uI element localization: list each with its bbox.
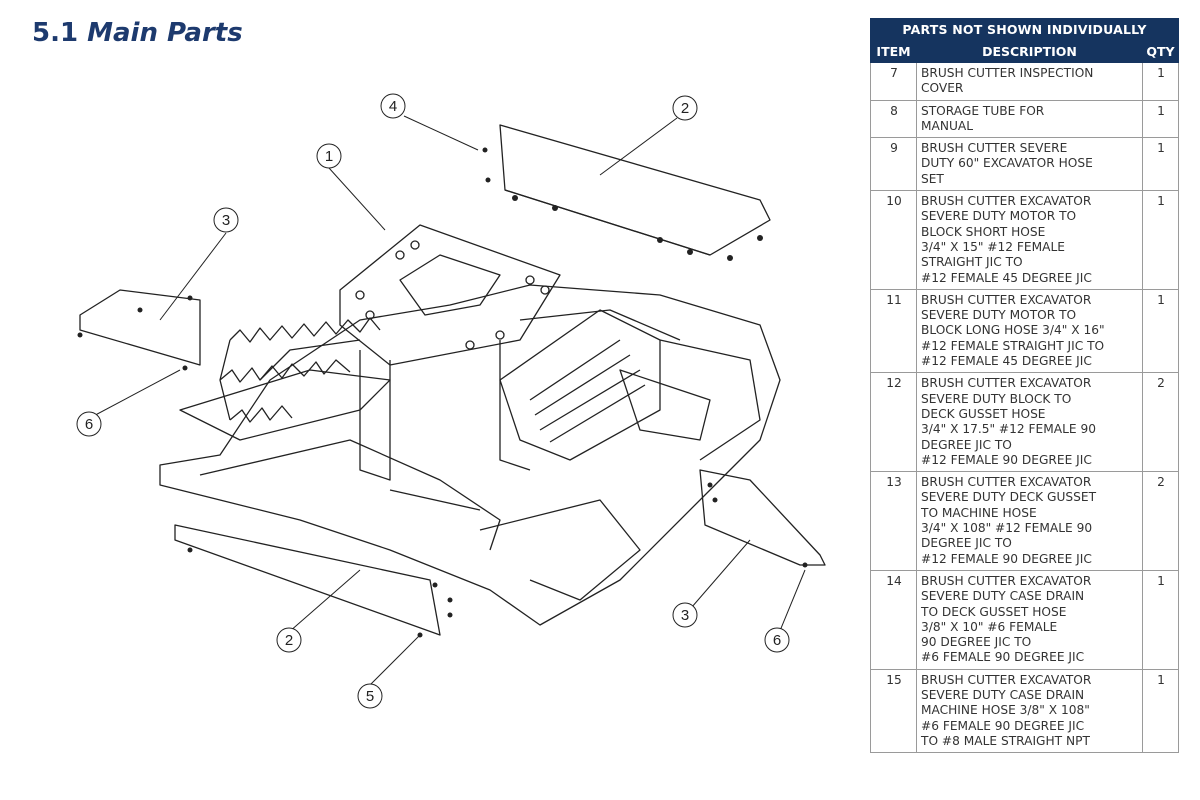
callout-2-top: 2 bbox=[672, 95, 698, 121]
item-number: 15 bbox=[870, 668, 917, 754]
right-side-panel bbox=[699, 469, 826, 566]
item-description: BRUSH CUTTER INSPECTION COVER bbox=[916, 62, 1143, 101]
section-number: 5.1 bbox=[32, 18, 79, 48]
svg-text:5: 5 bbox=[366, 688, 374, 705]
svg-text:6: 6 bbox=[773, 632, 781, 649]
svg-text:2: 2 bbox=[681, 100, 689, 117]
callout-markers: 1 2 2 3 3 4 5 6 6 bbox=[76, 93, 790, 709]
item-number: 10 bbox=[870, 190, 917, 290]
item-number: 14 bbox=[870, 569, 917, 670]
svg-text:1: 1 bbox=[325, 148, 333, 165]
callout-5: 5 bbox=[357, 683, 383, 709]
svg-text:6: 6 bbox=[85, 416, 93, 433]
item-description: BRUSH CUTTER EXCAVATOR SEVERE DUTY MOTOR… bbox=[916, 190, 1143, 290]
item-number: 13 bbox=[870, 471, 917, 571]
table-row: 8 STORAGE TUBE FOR MANUAL 1 bbox=[870, 99, 1180, 139]
column-header-qty: QTY bbox=[1141, 40, 1180, 63]
svg-text:2: 2 bbox=[285, 632, 293, 649]
item-qty: 1 bbox=[1141, 190, 1180, 290]
item-description: BRUSH CUTTER EXCAVATOR SEVERE DUTY DECK … bbox=[916, 471, 1143, 571]
table-row: 7 BRUSH CUTTER INSPECTION COVER 1 bbox=[870, 62, 1180, 101]
item-description: BRUSH CUTTER EXCAVATOR SEVERE DUTY BLOCK… bbox=[916, 372, 1143, 473]
item-description: BRUSH CUTTER SEVERE DUTY 60" EXCAVATOR H… bbox=[916, 137, 1143, 192]
table-row: 12 BRUSH CUTTER EXCAVATOR SEVERE DUTY BL… bbox=[870, 372, 1180, 473]
slotted-shield bbox=[499, 309, 661, 461]
callout-6-left: 6 bbox=[76, 411, 102, 437]
callout-3-left: 3 bbox=[213, 207, 239, 233]
item-qty: 2 bbox=[1141, 471, 1180, 571]
callout-6-right: 6 bbox=[764, 627, 790, 653]
item-number: 7 bbox=[870, 62, 917, 101]
column-header-description: DESCRIPTION bbox=[916, 40, 1143, 63]
table-row: 11 BRUSH CUTTER EXCAVATOR SEVERE DUTY MO… bbox=[870, 288, 1180, 374]
section-title-text: Main Parts bbox=[87, 18, 243, 48]
callout-3-right: 3 bbox=[672, 602, 698, 628]
callout-leaders bbox=[85, 115, 806, 686]
cutter-blade bbox=[219, 317, 381, 423]
table-row: 10 BRUSH CUTTER EXCAVATOR SEVERE DUTY MO… bbox=[870, 190, 1180, 290]
item-number: 8 bbox=[870, 99, 917, 139]
svg-text:3: 3 bbox=[681, 607, 689, 624]
hardware-bolts bbox=[77, 147, 808, 638]
mount-plate bbox=[339, 224, 561, 481]
svg-text:3: 3 bbox=[222, 212, 230, 229]
item-description: BRUSH CUTTER EXCAVATOR SEVERE DUTY CASE … bbox=[916, 668, 1143, 754]
item-description: BRUSH CUTTER EXCAVATOR SEVERE DUTY MOTOR… bbox=[916, 288, 1143, 374]
callout-1: 1 bbox=[316, 143, 342, 169]
item-qty: 2 bbox=[1141, 372, 1180, 473]
table-row: 9 BRUSH CUTTER SEVERE DUTY 60" EXCAVATOR… bbox=[870, 137, 1180, 192]
item-qty: 1 bbox=[1141, 288, 1180, 374]
top-cover bbox=[499, 124, 771, 256]
table-row: 14 BRUSH CUTTER EXCAVATOR SEVERE DUTY CA… bbox=[870, 569, 1180, 670]
item-qty: 1 bbox=[1141, 62, 1180, 101]
item-qty: 1 bbox=[1141, 99, 1180, 139]
table-row: 15 BRUSH CUTTER EXCAVATOR SEVERE DUTY CA… bbox=[870, 668, 1180, 754]
parts-not-shown-table: PARTS NOT SHOWN INDIVIDUALLY ITEM DESCRI… bbox=[869, 18, 1180, 754]
exploded-parts-drawing: 1 2 2 3 3 4 5 6 6 bbox=[76, 93, 826, 709]
item-number: 9 bbox=[870, 137, 917, 192]
svg-text:4: 4 bbox=[389, 98, 397, 115]
table-caption: PARTS NOT SHOWN INDIVIDUALLY bbox=[869, 18, 1180, 41]
table-row: 13 BRUSH CUTTER EXCAVATOR SEVERE DUTY DE… bbox=[870, 471, 1180, 571]
bottom-cover bbox=[174, 524, 441, 636]
item-qty: 1 bbox=[1141, 668, 1180, 754]
item-description: STORAGE TUBE FOR MANUAL bbox=[916, 99, 1143, 139]
item-qty: 1 bbox=[1141, 569, 1180, 670]
callout-4: 4 bbox=[380, 93, 406, 119]
column-header-item: ITEM bbox=[870, 40, 917, 63]
cutter-deck bbox=[159, 284, 781, 626]
item-qty: 1 bbox=[1141, 137, 1180, 192]
item-number: 11 bbox=[870, 288, 917, 374]
page-title: 5.1 Main Parts bbox=[32, 18, 243, 48]
item-number: 12 bbox=[870, 372, 917, 473]
callout-2-bottom: 2 bbox=[276, 627, 302, 653]
item-description: BRUSH CUTTER EXCAVATOR SEVERE DUTY CASE … bbox=[916, 569, 1143, 670]
left-side-panel bbox=[79, 289, 201, 366]
